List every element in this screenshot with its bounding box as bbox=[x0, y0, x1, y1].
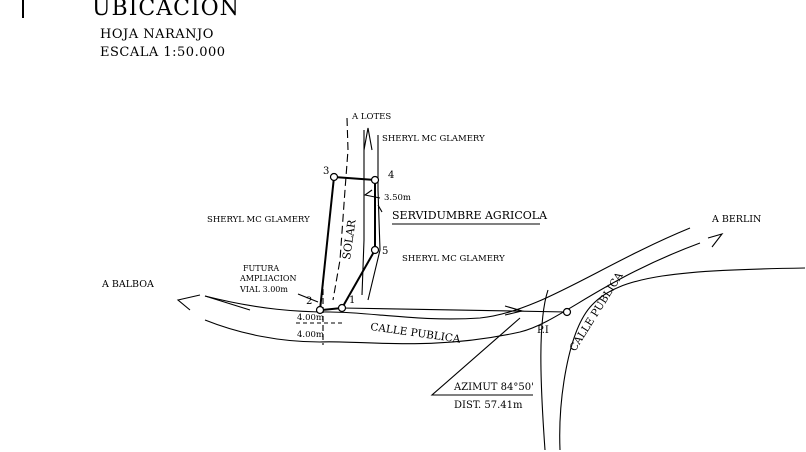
label-owner-right: SHERYL MC GLAMERY bbox=[402, 254, 505, 264]
label-future-3: VIAL 3.00m bbox=[239, 285, 288, 294]
label-width-bottom: 4.00m bbox=[297, 330, 324, 340]
arrow-berlin bbox=[707, 233, 724, 248]
leader bbox=[430, 317, 533, 396]
point-marker bbox=[562, 307, 572, 317]
label-calle-publica-1: CALLE PUBLICA bbox=[370, 321, 462, 346]
label-easement-width: 3.50m bbox=[384, 193, 411, 203]
point-marker bbox=[315, 305, 325, 315]
label-future-2: AMPLIACION bbox=[239, 274, 296, 283]
leader bbox=[363, 189, 381, 199]
easement-line bbox=[367, 135, 381, 301]
road-edge bbox=[540, 289, 549, 451]
lot-boundary bbox=[341, 249, 376, 309]
leader bbox=[377, 204, 383, 213]
label-a-balboa: A BALBOA bbox=[101, 279, 154, 290]
label-future-1: FUTURA bbox=[243, 264, 279, 273]
label-easement: SERVIDUMBRE AGRICOLA bbox=[392, 209, 548, 222]
azimuth-line bbox=[341, 307, 568, 313]
arrow-balboa bbox=[176, 294, 201, 311]
label-dist: DIST. 57.41m bbox=[454, 400, 523, 411]
road-edge bbox=[204, 242, 701, 345]
label-calle-publica-2: CALLE PUBLICA bbox=[567, 270, 625, 354]
point-marker bbox=[329, 172, 339, 182]
label-pi: P.I bbox=[537, 325, 549, 336]
easement-line bbox=[332, 117, 349, 301]
road-edge bbox=[559, 267, 806, 451]
point-label-5: 5 bbox=[382, 246, 388, 257]
lot-boundary bbox=[333, 176, 376, 181]
road-edge bbox=[204, 227, 691, 320]
road-edge bbox=[204, 295, 251, 311]
point-marker bbox=[370, 245, 380, 255]
label-a-berlin: A BERLIN bbox=[711, 214, 761, 225]
lot-boundary bbox=[319, 176, 335, 311]
easement-line bbox=[361, 130, 365, 296]
label-owner-left: SHERYL MC GLAMERY bbox=[207, 215, 310, 225]
label-solar: SOLAR bbox=[340, 218, 359, 260]
point-label-1: 1 bbox=[349, 295, 355, 306]
arrow-a-lotes bbox=[363, 127, 373, 151]
map-scale: ESCALA 1:50.000 bbox=[100, 45, 226, 60]
point-marker bbox=[337, 303, 347, 313]
point-marker bbox=[370, 175, 380, 185]
point-label-2: 2 bbox=[306, 296, 312, 307]
label-a-lotes: A LOTES bbox=[351, 112, 391, 122]
label-owner-top: SHERYL MC GLAMERY bbox=[382, 134, 485, 144]
leader bbox=[297, 293, 319, 303]
point-label-4: 4 bbox=[388, 170, 394, 181]
point-label-3: 3 bbox=[323, 166, 329, 177]
label-azimut: AZIMUT 84°50' bbox=[453, 382, 534, 393]
azimuth-arrow bbox=[504, 305, 525, 316]
map-title: UBICACION bbox=[92, 0, 240, 21]
label-width-top: 4.00m bbox=[297, 313, 324, 323]
sheet-name: HOJA NARANJO bbox=[100, 27, 214, 42]
